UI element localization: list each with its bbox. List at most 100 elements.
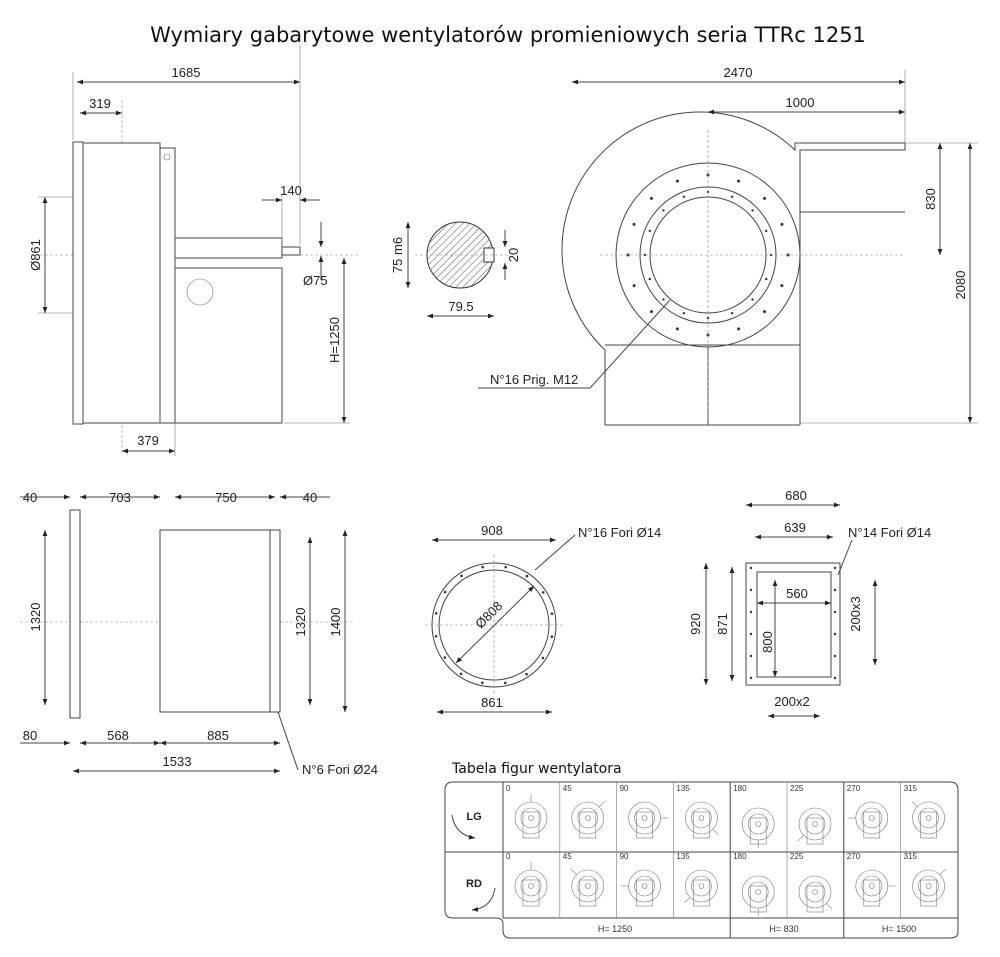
bolt-hole [751, 298, 754, 301]
flange-hole [550, 635, 554, 639]
fan-orientation-table: Tabela figur wentylatora LG RD 004545909… [444, 761, 959, 939]
fan-figure-icon [912, 868, 946, 907]
dim-319: 319 [89, 96, 111, 111]
angle-label: 0 [506, 852, 511, 861]
angle-label: 315 [904, 852, 918, 861]
dim-861: Ø861 [28, 239, 43, 271]
base-view: 40 703 750 40 1320 1320 1400 80 568 885 … [20, 490, 378, 777]
dim-800: 800 [760, 631, 775, 653]
fan-figure-icon [628, 801, 669, 839]
angle-label: 0 [506, 784, 511, 793]
bolt-hole [763, 196, 767, 200]
fan-figure-icon [571, 800, 605, 839]
bolt-hole [648, 229, 651, 233]
dim-830: 830 [923, 188, 938, 210]
dim-1685: 1685 [172, 65, 201, 80]
dim-200x3: 200x3 [848, 596, 863, 631]
bolt-hole [632, 284, 636, 288]
dim-20: 20 [506, 248, 521, 262]
dim-1000: 1000 [786, 95, 815, 110]
flange-hole [833, 654, 837, 658]
inlet-holes-note: N°16 Fori Ø14 [578, 525, 661, 540]
bolt-hole [675, 327, 679, 331]
dim-shaft-75: Ø75 [303, 273, 328, 288]
side-view: 1685 319 140 Ø75 Ø861 H=1250 379 [28, 45, 360, 456]
fan-figure-icon [570, 868, 605, 907]
flange-hole [541, 656, 545, 660]
flange-hole [504, 565, 508, 569]
bolt-hole [737, 327, 741, 331]
dim-885: 885 [207, 728, 229, 743]
dim-379: 379 [137, 433, 159, 448]
bolt-hole [765, 277, 768, 281]
flange-hole [833, 676, 837, 680]
flange-hole [833, 610, 837, 614]
bolt-hole [682, 195, 686, 198]
dim-1400: 1400 [328, 608, 343, 637]
bolt-hole [648, 277, 651, 281]
fan-figure-icon [797, 807, 832, 845]
flange-hole [833, 566, 837, 570]
flange-hole [550, 612, 554, 616]
fan-figure-icon [685, 801, 719, 839]
angle-label: 90 [620, 784, 629, 793]
bolt-hole [780, 222, 784, 226]
angle-label: 180 [733, 852, 747, 861]
bolt-note: N°16 Prig. M12 [490, 372, 578, 387]
base-holes-note: N°6 Fori Ø24 [302, 762, 378, 777]
angle-label: 315 [904, 784, 918, 793]
dim-1320-left: 1320 [28, 603, 43, 632]
bolt-hole [751, 209, 754, 212]
dim-568: 568 [107, 728, 129, 743]
height-830: H= 830 [769, 924, 798, 934]
row-label-rd: RD [466, 878, 482, 890]
row-label-lg: LG [466, 811, 481, 823]
fan-figure-icon [620, 869, 661, 907]
bolt-hole [632, 222, 636, 226]
flange-hole [833, 632, 837, 636]
shaft-section: 75 m6 20 79.5 [390, 221, 521, 319]
fan-figure-icon [684, 869, 718, 907]
flange-hole [749, 610, 753, 614]
flange-hole [749, 588, 753, 592]
flange-hole [503, 681, 507, 685]
dim-40-right: 40 [303, 490, 317, 505]
bolt-hole [662, 209, 665, 212]
dim-2470: 2470 [724, 65, 753, 80]
bolt-hole [730, 312, 734, 315]
flange-hole [749, 676, 753, 680]
dim-639: 639 [784, 520, 806, 535]
flange-hole [460, 574, 463, 578]
bolt-hole [649, 310, 653, 314]
fan-figure-icon [741, 807, 775, 848]
angle-label: 225 [790, 852, 804, 861]
front-view: 2470 1000 830 2080 N°16 Prig. M12 [478, 65, 978, 426]
dim-1320-right: 1320 [293, 608, 308, 637]
flange-hole [459, 672, 463, 676]
bolt-hole [780, 284, 784, 288]
dim-140: 140 [280, 183, 302, 198]
bolt-hole [763, 310, 767, 314]
dim-703: 703 [109, 490, 131, 505]
angle-label: 270 [847, 784, 861, 793]
angle-label: 45 [563, 852, 572, 861]
dim-908: 908 [481, 523, 503, 538]
cw-arrow-icon [471, 887, 496, 912]
flange-hole [749, 566, 753, 570]
bolt-hole [662, 298, 665, 301]
flange-hole [434, 634, 438, 638]
bolt-hole [765, 229, 768, 233]
bolt-hole [730, 195, 734, 198]
dim-79-5: 79.5 [448, 299, 473, 314]
dim-861-flange: 861 [481, 695, 503, 710]
bolt-hole [649, 196, 653, 200]
fan-figure-icon [741, 875, 775, 916]
dim-808: Ø808 [472, 598, 505, 631]
flange-hole [833, 588, 837, 592]
angle-label: 45 [563, 784, 572, 793]
angle-label: 135 [676, 784, 690, 793]
dim-560: 560 [786, 586, 808, 601]
flange-hole [541, 591, 545, 594]
